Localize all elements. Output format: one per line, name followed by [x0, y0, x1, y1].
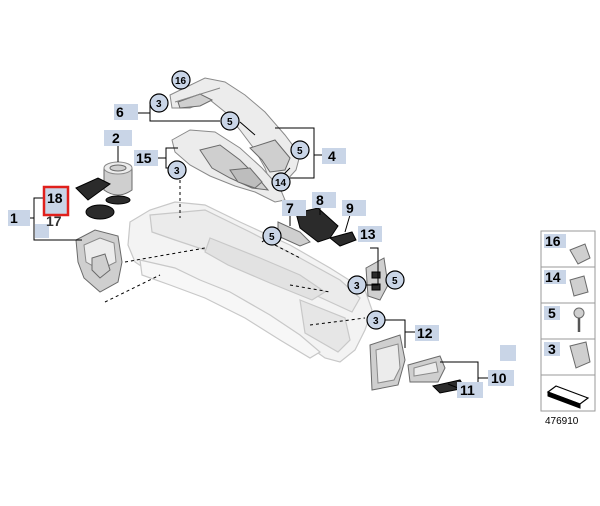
circle-14: 14	[275, 178, 287, 189]
empty-tag	[500, 345, 516, 361]
label-9: 9	[346, 200, 354, 216]
leader-lines	[24, 102, 488, 391]
legend-num-3: 3	[548, 341, 556, 357]
switch-panel-13	[365, 257, 389, 301]
fastener-legend: 16 14 5 3 476910	[540, 230, 596, 427]
label-7: 7	[286, 200, 294, 216]
lower-panels-10-11-12	[369, 334, 466, 394]
circle-5-center: 5	[269, 232, 275, 243]
small-trims-7-8-9	[277, 207, 357, 247]
label-13: 13	[360, 226, 376, 242]
center-console	[127, 201, 373, 363]
circle-3-top: 3	[156, 99, 162, 110]
label-17: 17	[46, 213, 62, 229]
clip-16-icon	[569, 243, 591, 265]
circle-3-lower: 3	[373, 316, 379, 327]
highlighted-part-18: 18 17	[42, 185, 70, 229]
label-6: 6	[116, 104, 124, 120]
circle-labels: 16 3 5 5 14 3 5 3 5 3	[149, 70, 405, 330]
circle-5-right: 5	[297, 146, 303, 157]
legend-num-16: 16	[545, 233, 561, 249]
circle-3-mid: 3	[174, 166, 180, 177]
label-15: 15	[136, 150, 152, 166]
center-trim-panel	[171, 129, 286, 203]
main-labels: 2 6 4 15 1 7 8 9 13 12 10 11	[8, 104, 516, 398]
circle-5-switch: 5	[392, 276, 398, 287]
circle-3-right: 3	[354, 281, 360, 292]
circle-16: 16	[175, 76, 187, 87]
label-10: 10	[491, 370, 507, 386]
label-11: 11	[460, 382, 475, 398]
screw-5-icon	[573, 307, 585, 319]
reference-number: 476910	[545, 416, 579, 427]
label-18: 18	[47, 190, 63, 206]
label-12: 12	[417, 325, 433, 341]
legend-num-5: 5	[548, 305, 556, 321]
dashed-leaders	[104, 180, 366, 326]
label-8: 8	[316, 192, 324, 208]
legend-num-14: 14	[545, 269, 561, 285]
label-1: 1	[10, 210, 18, 226]
cup-holder-assembly	[75, 161, 133, 293]
label-4: 4	[328, 148, 336, 164]
clip-3-icon	[569, 341, 591, 369]
label-2: 2	[112, 130, 120, 146]
circle-5-top: 5	[227, 117, 233, 128]
empty-tag	[35, 224, 49, 238]
clip-14-icon	[569, 275, 589, 297]
